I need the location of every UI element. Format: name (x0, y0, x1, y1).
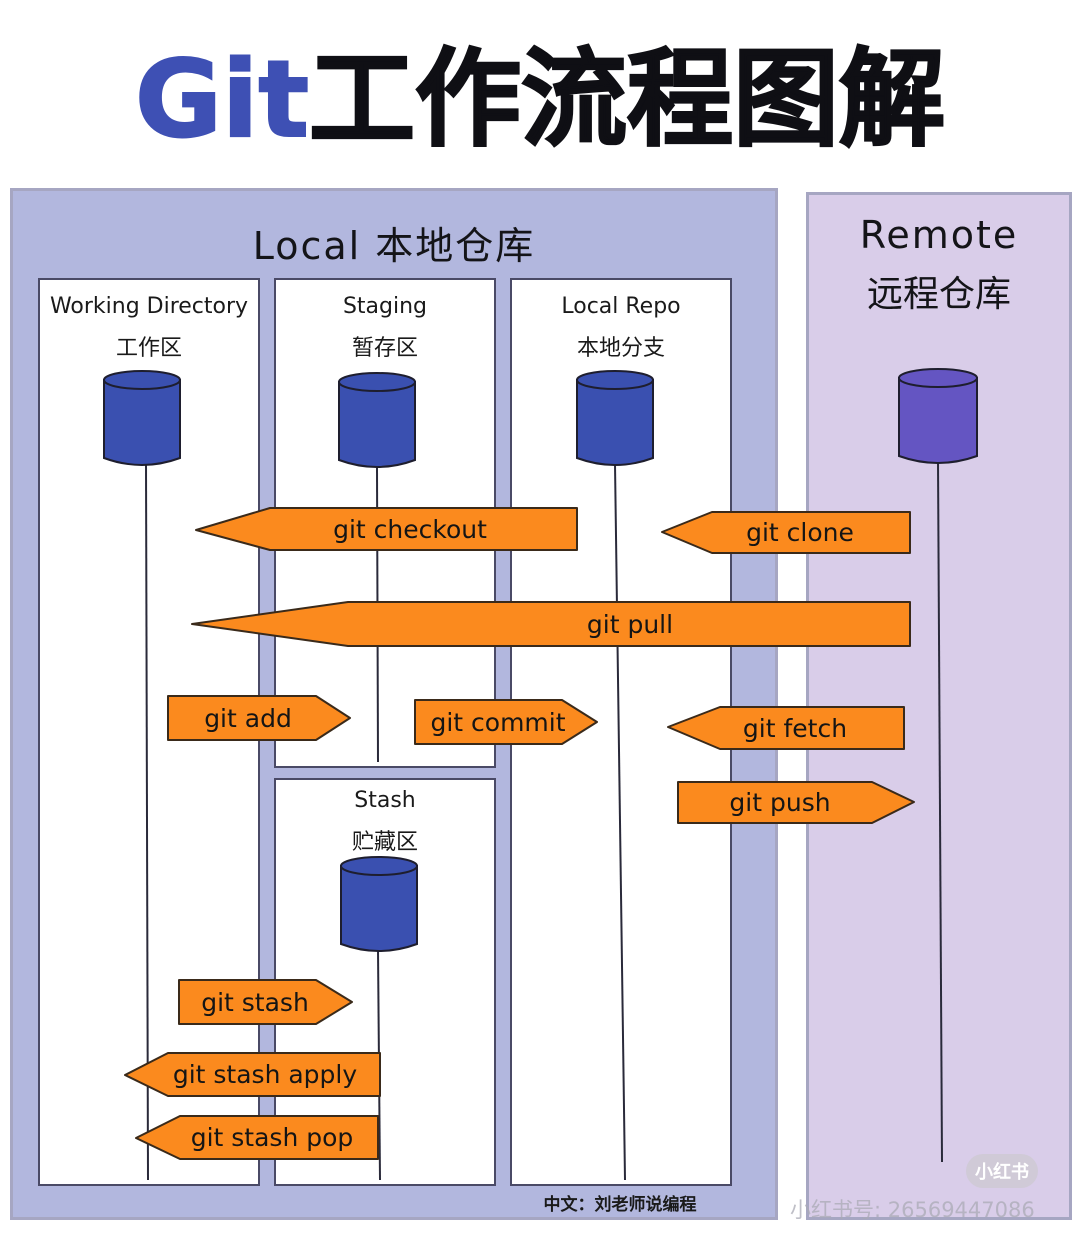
watermark-id: 小红书号: 26569447086 (790, 1198, 1035, 1222)
lane-working-subtitle: 工作区 (115, 336, 182, 361)
database-icon-remote (898, 368, 978, 464)
lifeline-working (145, 461, 149, 1181)
lane-local-repo-title: Local Repo (561, 294, 681, 319)
remote-panel-label-en: Remote (859, 213, 1019, 257)
title-rest: 工作流程图解 (308, 38, 946, 161)
watermark-badge: 小红书 (966, 1154, 1038, 1188)
local-panel-label: Local 本地仓库 (252, 224, 536, 268)
arrow-git-clone (661, 511, 911, 554)
arrow-git-stash-pop (135, 1115, 379, 1160)
arrow-git-commit (414, 699, 598, 745)
lane-working-title: Working Directory (49, 294, 249, 319)
lifeline-local-repo (614, 463, 626, 1181)
arrow-git-stash (178, 979, 353, 1025)
arrow-git-fetch (667, 706, 905, 750)
lane-staging-subtitle: 暂存区 (351, 336, 418, 361)
lane-staging-title: Staging (342, 294, 428, 319)
database-icon-working (103, 370, 181, 466)
lane-stash-title: Stash (354, 788, 416, 813)
lane-local-repo-subtitle: 本地分支 (576, 336, 665, 361)
remote-panel-label-zh: 远程仓库 (866, 274, 1011, 315)
arrow-git-push (677, 781, 915, 824)
arrow-git-checkout (195, 507, 578, 551)
lane-stash-subtitle: 贮藏区 (351, 830, 418, 855)
credit-text: 中文：刘老师说编程 (543, 1195, 697, 1215)
database-icon-local-repo (576, 370, 654, 466)
database-icon-stash (340, 856, 418, 952)
arrow-git-stash-apply (124, 1052, 381, 1097)
arrow-git-pull (191, 601, 911, 647)
arrow-git-add (167, 695, 351, 741)
database-icon-staging (338, 372, 416, 468)
title-git: Git (134, 38, 310, 161)
lifeline-remote (937, 461, 943, 1163)
